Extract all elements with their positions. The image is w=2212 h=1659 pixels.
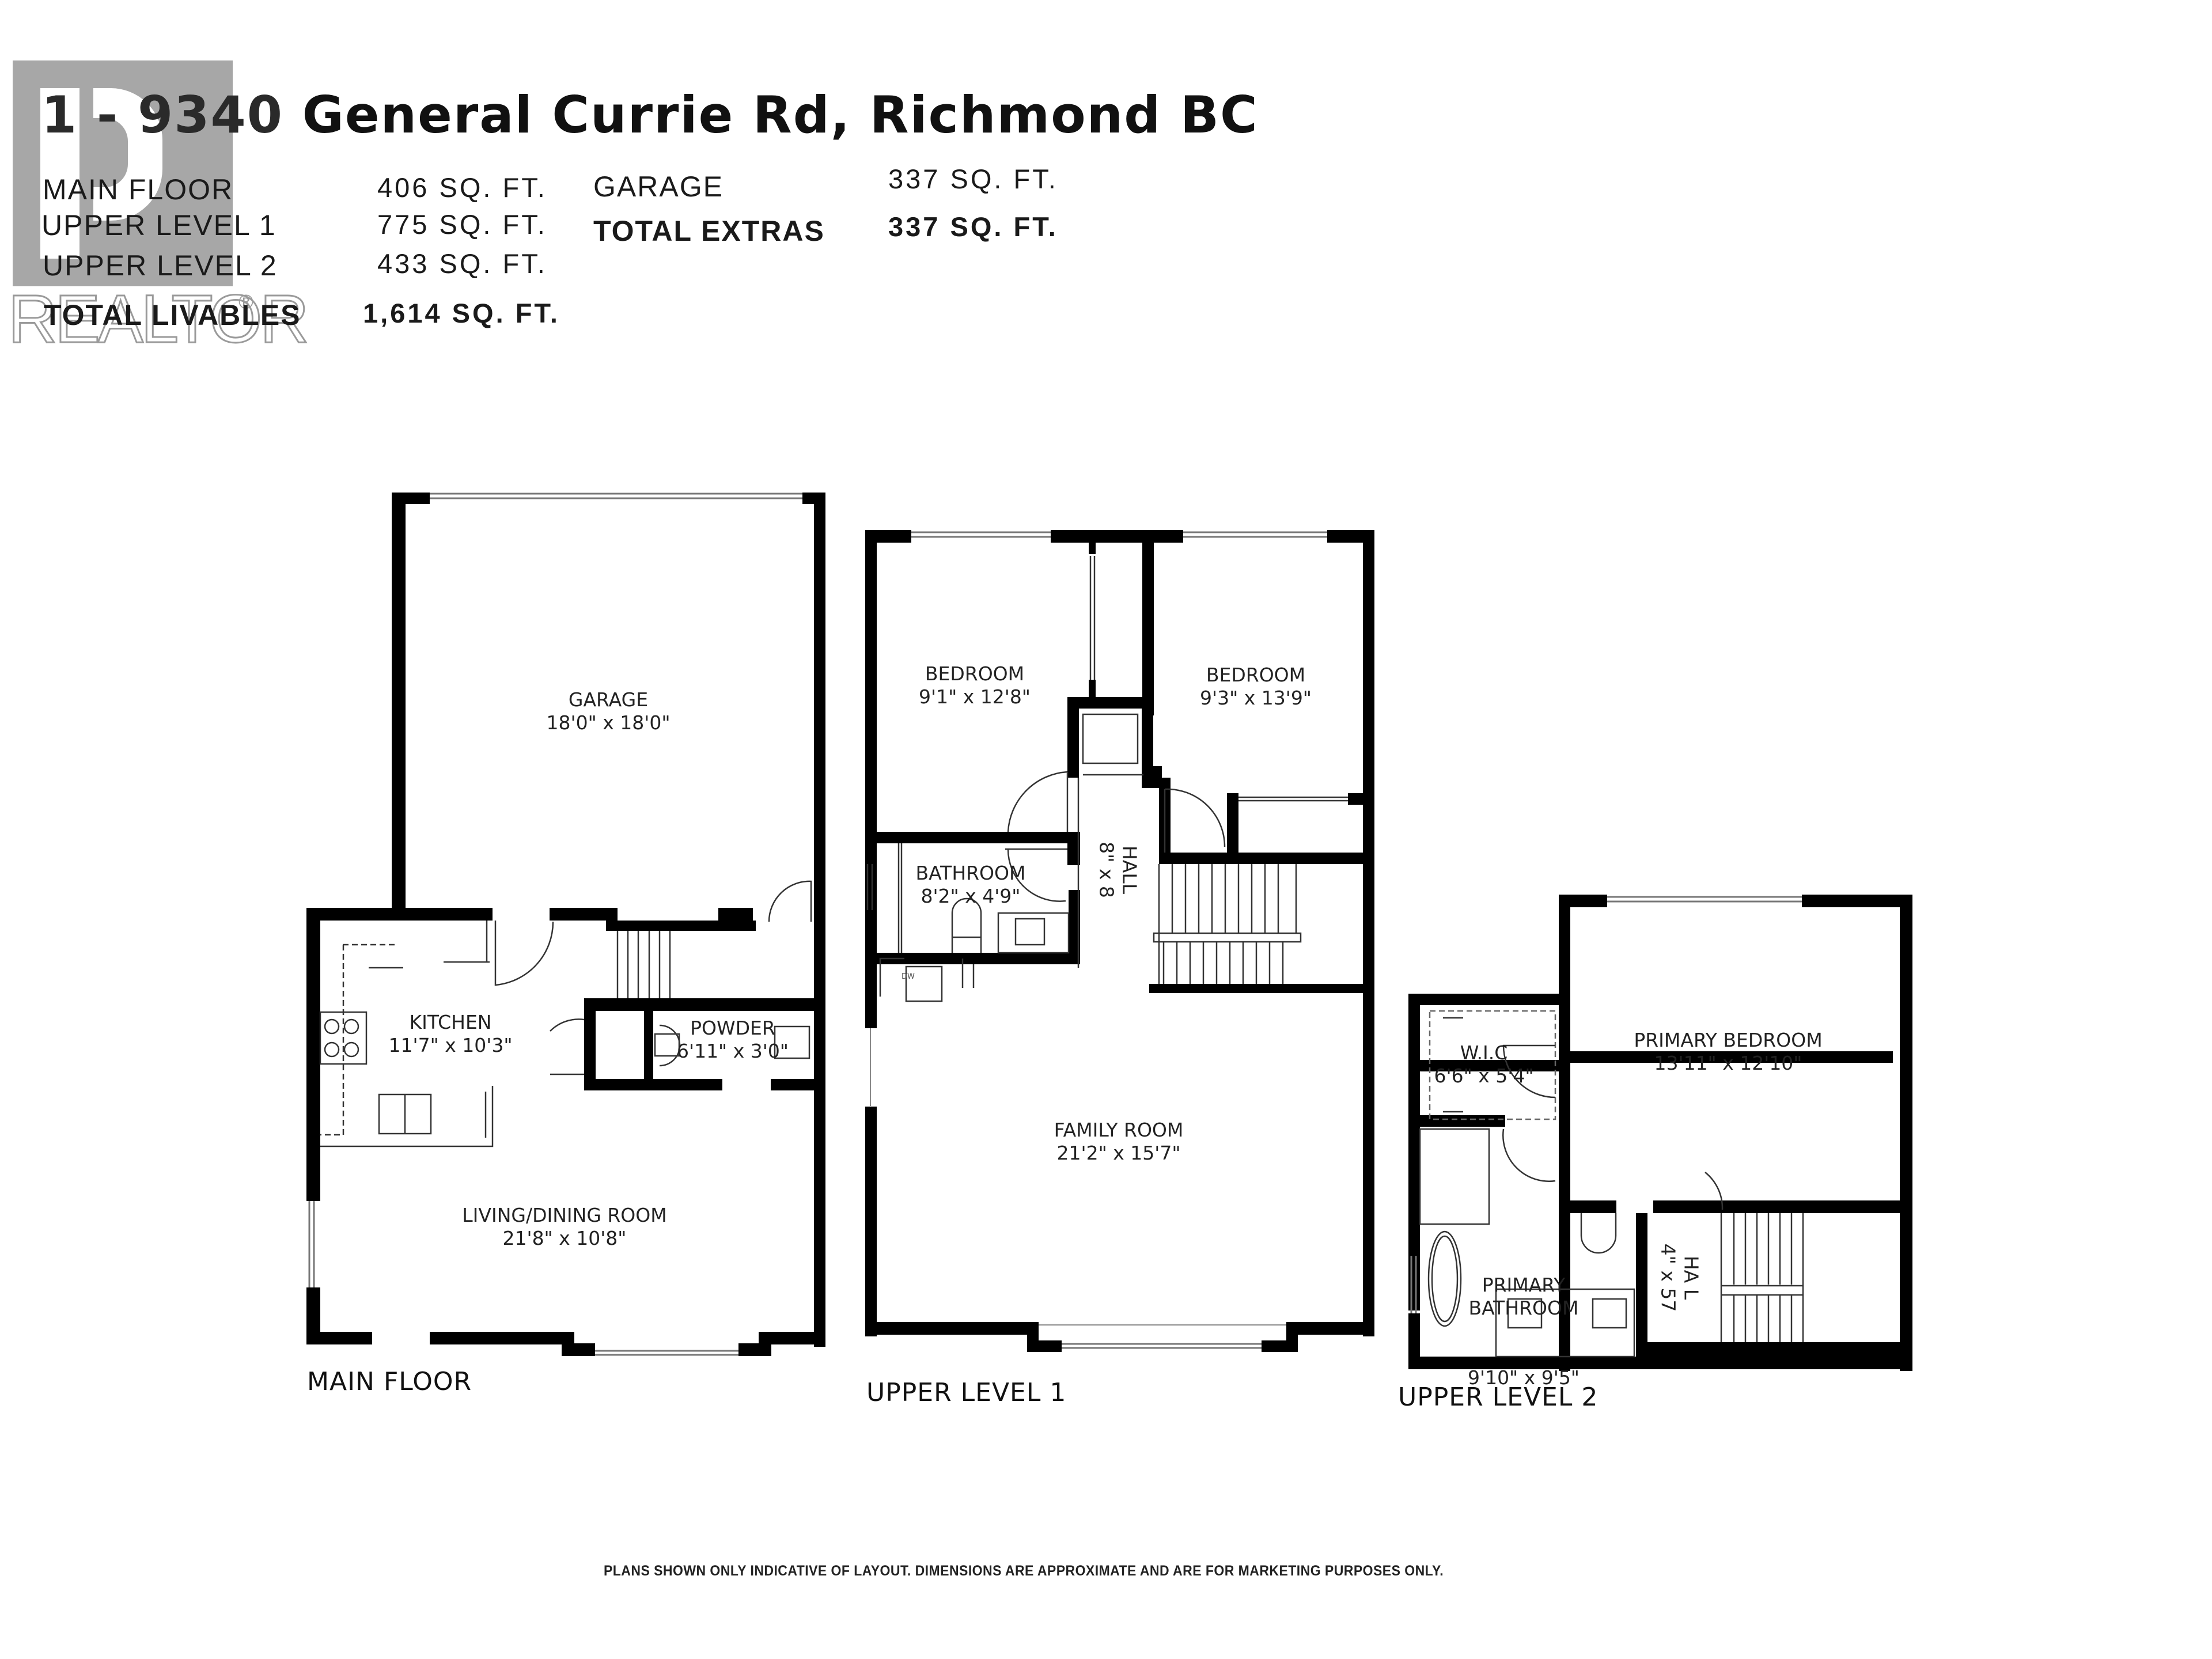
room-label-hall: HALL 8" x 8 [1094, 842, 1141, 898]
room-size: 9'3" x 13'9" [1200, 687, 1312, 710]
realtor-watermark-text: REALTOR [7, 281, 309, 357]
room-name: HALL [1118, 845, 1141, 895]
floor-label-upper-2: UPPER LEVEL 2 [1398, 1382, 1599, 1412]
registered-mark: ® [236, 291, 256, 314]
room-size: 6'11" x 3'0" [677, 1040, 789, 1063]
stat-label-garage: GARAGE [593, 171, 724, 203]
room-size: 8" x 8 [1095, 842, 1118, 898]
room-label-primary-bathroom: PRIMARY BATHROOM 9'10" x 9'5" [1468, 1227, 1580, 1412]
page-title: 1 - 9340 General Currie Rd, Richmond BC [41, 85, 1259, 145]
stat-value-upper-level-1: 775 SQ. FT. [377, 209, 547, 240]
room-label-garage: GARAGE 18'0" x 18'0" [547, 688, 671, 735]
room-size: 8'2" x 4'9" [921, 885, 1021, 908]
room-size: 9'1" x 12'8" [919, 685, 1031, 709]
room-label-hall-upper-2: HA L 4" x 57 [1656, 1243, 1703, 1312]
stat-value-main-floor: 406 SQ. FT. [377, 172, 547, 203]
room-name: PRIMARY BEDROOM [1634, 1029, 1823, 1051]
stat-label-main-floor: MAIN FLOOR [43, 173, 234, 206]
room-label-powder: POWDER 6'11" x 3'0" [677, 1017, 789, 1063]
room-name: KITCHEN [409, 1011, 492, 1033]
room-label-primary-bedroom: PRIMARY BEDROOM 13'11" x 12'10" [1634, 1029, 1822, 1075]
realtor-logo-shape [40, 88, 79, 259]
room-size: 9'10" x 9'5" [1468, 1366, 1580, 1389]
room-name: FAMILY ROOM [1054, 1119, 1184, 1141]
room-label-living-dining: LIVING/DINING ROOM 21'8" x 10'8" [462, 1204, 666, 1251]
stat-label-upper-level-1: UPPER LEVEL 1 [41, 209, 276, 241]
room-name: GARAGE [568, 688, 649, 711]
stat-value-garage: 337 SQ. FT. [888, 164, 1058, 194]
stat-value-upper-level-2: 433 SQ. FT. [377, 248, 547, 279]
stat-value-total-livables: 1,614 SQ. FT. [363, 298, 560, 328]
stat-label-total-extras: TOTAL EXTRAS [593, 215, 825, 247]
stat-label-upper-level-2: UPPER LEVEL 2 [43, 249, 278, 282]
room-name: W.I.C [1460, 1041, 1508, 1064]
room-label-wic: W.I.C 6'6" x 5'4" [1434, 1041, 1534, 1088]
appliance-label-dw: DW [902, 972, 915, 981]
room-name: PRIMARY BATHROOM [1468, 1273, 1579, 1319]
room-name: BEDROOM [1206, 664, 1306, 686]
room-size: 4" x 57 [1657, 1243, 1679, 1312]
disclaimer-text: PLANS SHOWN ONLY INDICATIVE OF LAYOUT. D… [604, 1563, 1444, 1579]
floor-label-main: MAIN FLOOR [307, 1367, 472, 1396]
room-name: BEDROOM [925, 662, 1025, 685]
room-size: 18'0" x 18'0" [546, 711, 671, 734]
stat-value-total-extras: 337 SQ. FT. [888, 211, 1058, 242]
room-label-bathroom: BATHROOM 8'2" x 4'9" [916, 862, 1026, 908]
room-label-bedroom-2: BEDROOM 9'3" x 13'9" [1200, 664, 1312, 710]
room-size: 21'8" x 10'8" [502, 1227, 627, 1250]
title-address: General Currie Rd, Richmond BC [302, 85, 1259, 145]
room-size: 11'7" x 10'3" [388, 1034, 513, 1057]
room-label-family-room: FAMILY ROOM 21'2" x 15'7" [1054, 1119, 1184, 1165]
stat-label-total-livables: TOTAL LIVABLES [44, 299, 301, 331]
room-label-bedroom-1: BEDROOM 9'1" x 12'8" [919, 662, 1031, 709]
room-name: BATHROOM [915, 862, 1026, 884]
realtor-logo-shape [93, 118, 128, 187]
room-name: POWDER [690, 1017, 775, 1039]
floor-label-upper-1: UPPER LEVEL 1 [866, 1378, 1067, 1407]
room-name: HA L [1680, 1255, 1703, 1300]
wall [392, 493, 406, 910]
realtor-logo [13, 60, 233, 286]
room-size: 13'11" x 12'10" [1654, 1052, 1802, 1075]
room-label-kitchen: KITCHEN 11'7" x 10'3" [389, 1011, 513, 1058]
room-name: LIVING/DINING ROOM [462, 1204, 667, 1226]
room-size: 21'2" x 15'7" [1056, 1142, 1181, 1165]
room-size: 6'6" x 5'4" [1434, 1065, 1534, 1088]
title-unit: 1 - 9340 [41, 85, 283, 145]
